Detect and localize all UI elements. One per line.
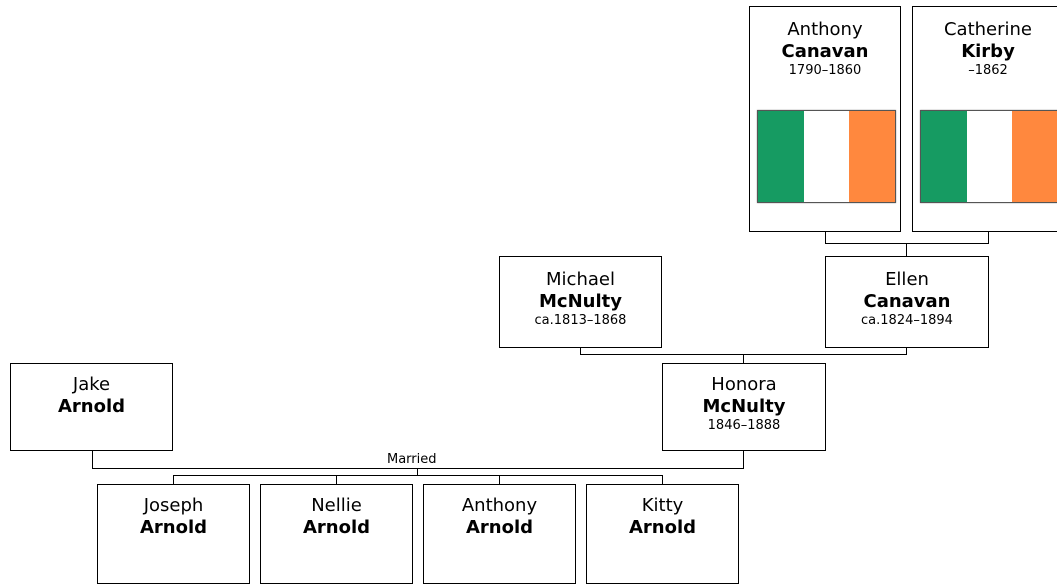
children-line bbox=[173, 475, 663, 476]
connector-line bbox=[825, 243, 989, 244]
person-nellie-arnold[interactable]: Nellie Arnold bbox=[260, 484, 413, 584]
given-name: Honora bbox=[711, 374, 777, 395]
connector-line bbox=[662, 475, 663, 484]
connector-line bbox=[499, 475, 500, 484]
person-joseph-arnold[interactable]: Joseph Arnold bbox=[97, 484, 250, 584]
connector-line bbox=[743, 450, 744, 469]
given-name: Michael bbox=[546, 269, 615, 290]
surname: Canavan bbox=[863, 291, 951, 312]
ireland-flag-icon bbox=[757, 110, 896, 203]
ireland-flag-icon bbox=[920, 110, 1057, 203]
given-name: Anthony bbox=[787, 19, 863, 40]
given-name: Joseph bbox=[143, 495, 204, 516]
surname: Kirby bbox=[961, 41, 1015, 62]
person-michael-mcnulty[interactable]: Michael McNulty ca.1813–1868 bbox=[499, 256, 662, 348]
given-name: Kitty bbox=[641, 495, 684, 516]
person-catherine-kirby[interactable]: Catherine Kirby –1862 bbox=[912, 6, 1057, 232]
life-dates: –1862 bbox=[968, 63, 1008, 78]
person-anthony-arnold[interactable]: Anthony Arnold bbox=[423, 484, 576, 584]
connector-line bbox=[336, 475, 337, 484]
given-name: Catherine bbox=[943, 19, 1033, 40]
person-honora-mcnulty[interactable]: Honora McNulty 1846–1888 bbox=[662, 363, 826, 451]
connector-line bbox=[906, 347, 907, 355]
person-ellen-canavan[interactable]: Ellen Canavan ca.1824–1894 bbox=[825, 256, 989, 348]
surname: Arnold bbox=[57, 396, 126, 417]
connector-line bbox=[417, 468, 418, 476]
given-name: Anthony bbox=[461, 495, 538, 516]
connector-line bbox=[92, 450, 93, 469]
surname: Arnold bbox=[465, 517, 534, 538]
surname: Arnold bbox=[628, 517, 697, 538]
given-name: Jake bbox=[72, 374, 111, 395]
connector-line bbox=[825, 231, 826, 244]
person-jake-arnold[interactable]: Jake Arnold bbox=[10, 363, 173, 451]
surname: Canavan bbox=[781, 41, 869, 62]
person-kitty-arnold[interactable]: Kitty Arnold bbox=[586, 484, 739, 584]
surname: Arnold bbox=[302, 517, 371, 538]
life-dates: ca.1813–1868 bbox=[534, 313, 627, 328]
life-dates: 1790–1860 bbox=[788, 63, 862, 78]
person-anthony-canavan[interactable]: Anthony Canavan 1790–1860 bbox=[749, 6, 901, 232]
life-dates: ca.1824–1894 bbox=[861, 313, 953, 328]
given-name: Ellen bbox=[885, 269, 929, 290]
connector-line bbox=[173, 475, 174, 484]
connector-line bbox=[906, 243, 907, 256]
marriage-label: Married bbox=[385, 452, 439, 467]
connector-line bbox=[988, 231, 989, 244]
connector-line bbox=[580, 347, 581, 355]
surname: Arnold bbox=[139, 517, 208, 538]
life-dates: 1846–1888 bbox=[707, 418, 781, 433]
surname: McNulty bbox=[539, 291, 622, 312]
given-name: Nellie bbox=[311, 495, 362, 516]
marriage-line bbox=[92, 468, 744, 469]
surname: McNulty bbox=[702, 396, 786, 417]
connector-line bbox=[743, 354, 744, 363]
